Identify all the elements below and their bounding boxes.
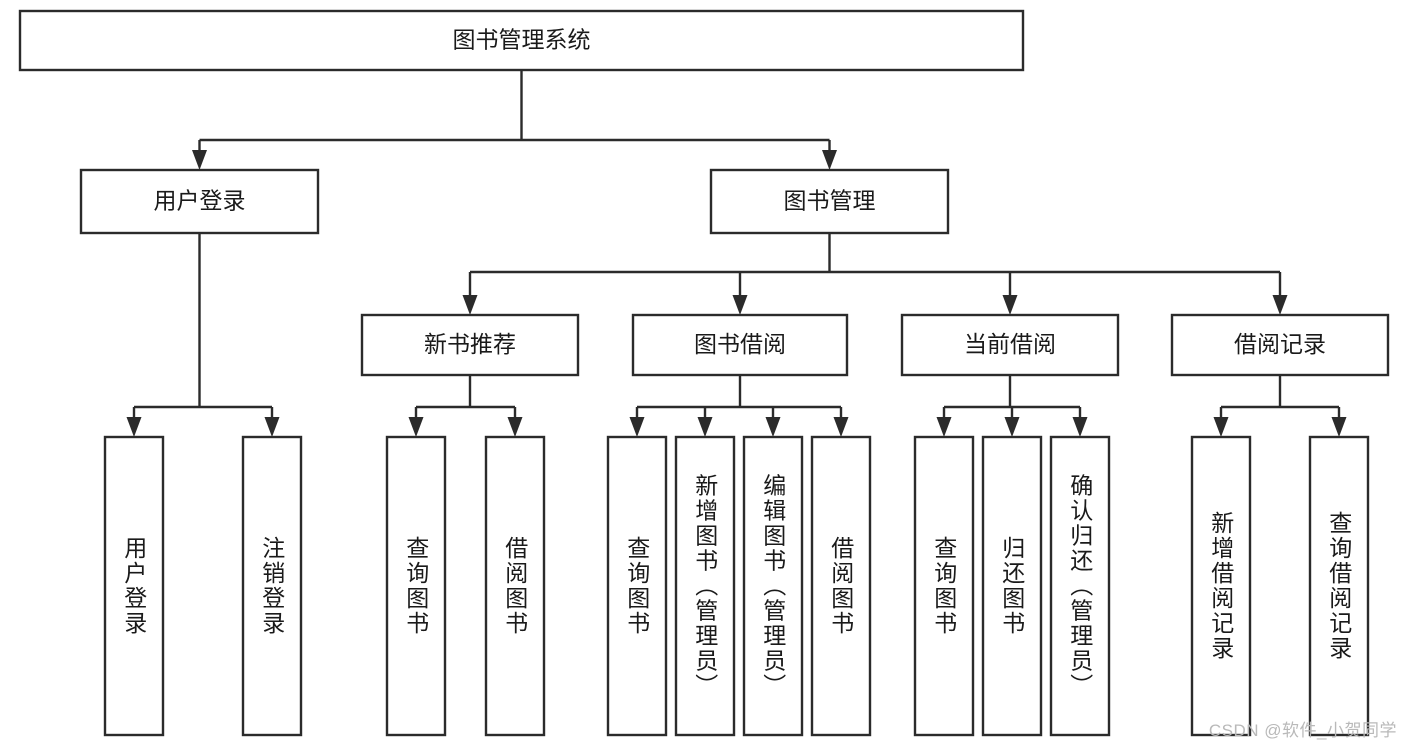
node-label-bookmgmt: 图书管理 [784,188,876,214]
node-bookmgmt[interactable]: 图书管理 [709,168,950,235]
node-label-leaf-new-1: 查询图书 [403,536,430,636]
node-box-leaf-login-1[interactable] [103,435,165,737]
node-leaf-new-1[interactable]: 查询图书 [385,435,447,737]
node-leaf-new-2[interactable]: 借阅图书 [484,435,546,737]
nodes-layer: 图书管理系统用户登录图书管理新书推荐图书借阅当前借阅借阅记录用户登录注销登录查询… [18,9,1390,737]
edge-group-borrow [629,375,849,437]
edge-group-login [126,233,280,437]
node-box-leaf-rec-1[interactable] [1190,435,1252,737]
node-leaf-rec-2[interactable]: 查询借阅记录 [1308,435,1370,737]
node-borrow[interactable]: 图书借阅 [631,313,849,377]
node-leaf-bor-2[interactable]: 新增图书（管理员） [674,435,736,737]
node-box-leaf-rec-2[interactable] [1308,435,1370,737]
node-newbook[interactable]: 新书推荐 [360,313,580,377]
node-leaf-cur-2[interactable]: 归还图书 [981,435,1043,737]
node-label-leaf-bor-1: 查询图书 [624,536,651,636]
node-box-newbook[interactable] [360,313,580,377]
node-leaf-login-2[interactable]: 注销登录 [241,435,303,737]
node-leaf-bor-3[interactable]: 编辑图书（管理员） [742,435,804,737]
node-box-current[interactable] [900,313,1120,377]
node-leaf-login-1[interactable]: 用户登录 [103,435,165,737]
node-box-leaf-login-2[interactable] [241,435,303,737]
node-box-leaf-bor-4[interactable] [810,435,872,737]
node-box-leaf-cur-1[interactable] [913,435,975,737]
edge-group-records [1213,375,1347,437]
node-label-current: 当前借阅 [964,331,1056,357]
node-box-root[interactable] [18,9,1025,72]
node-box-leaf-new-1[interactable] [385,435,447,737]
node-box-leaf-bor-3[interactable] [742,435,804,737]
node-box-leaf-new-2[interactable] [484,435,546,737]
node-leaf-bor-1[interactable]: 查询图书 [606,435,668,737]
node-label-newbook: 新书推荐 [424,331,516,357]
node-label-root: 图书管理系统 [453,27,591,53]
node-label-leaf-cur-1: 查询图书 [931,536,958,636]
node-box-leaf-bor-2[interactable] [674,435,736,737]
edges-layer [126,70,1347,437]
node-label-leaf-login-2: 注销登录 [259,536,286,636]
node-label-leaf-login-1: 用户登录 [121,536,148,636]
node-label-leaf-bor-2: 新增图书（管理员） [692,474,719,699]
node-records[interactable]: 借阅记录 [1170,313,1390,377]
node-box-login[interactable] [79,168,320,235]
node-label-leaf-rec-1: 新增借阅记录 [1208,511,1235,661]
node-label-login: 用户登录 [154,188,246,214]
node-leaf-bor-4[interactable]: 借阅图书 [810,435,872,737]
node-label-leaf-new-2: 借阅图书 [502,536,529,636]
node-leaf-cur-3[interactable]: 确认归还（管理员） [1049,435,1111,737]
node-box-bookmgmt[interactable] [709,168,950,235]
node-box-leaf-cur-2[interactable] [981,435,1043,737]
edge-group-root [192,70,837,170]
edge-group-bookmgmt [462,233,1288,315]
node-login[interactable]: 用户登录 [79,168,320,235]
node-box-borrow[interactable] [631,313,849,377]
edge-group-newbook [408,375,523,437]
node-leaf-cur-1[interactable]: 查询图书 [913,435,975,737]
node-box-records[interactable] [1170,313,1390,377]
node-label-leaf-cur-2: 归还图书 [999,536,1026,636]
node-box-leaf-bor-1[interactable] [606,435,668,737]
node-root[interactable]: 图书管理系统 [18,9,1025,72]
node-label-leaf-bor-4: 借阅图书 [828,536,855,636]
node-label-leaf-cur-3: 确认归还（管理员） [1067,474,1094,699]
edge-group-current [936,375,1088,437]
node-label-leaf-bor-3: 编辑图书（管理员） [760,474,787,699]
node-leaf-rec-1[interactable]: 新增借阅记录 [1190,435,1252,737]
node-box-leaf-cur-3[interactable] [1049,435,1111,737]
node-label-records: 借阅记录 [1234,331,1326,357]
node-label-borrow: 图书借阅 [694,331,786,357]
node-label-leaf-rec-2: 查询借阅记录 [1326,511,1353,661]
node-current[interactable]: 当前借阅 [900,313,1120,377]
